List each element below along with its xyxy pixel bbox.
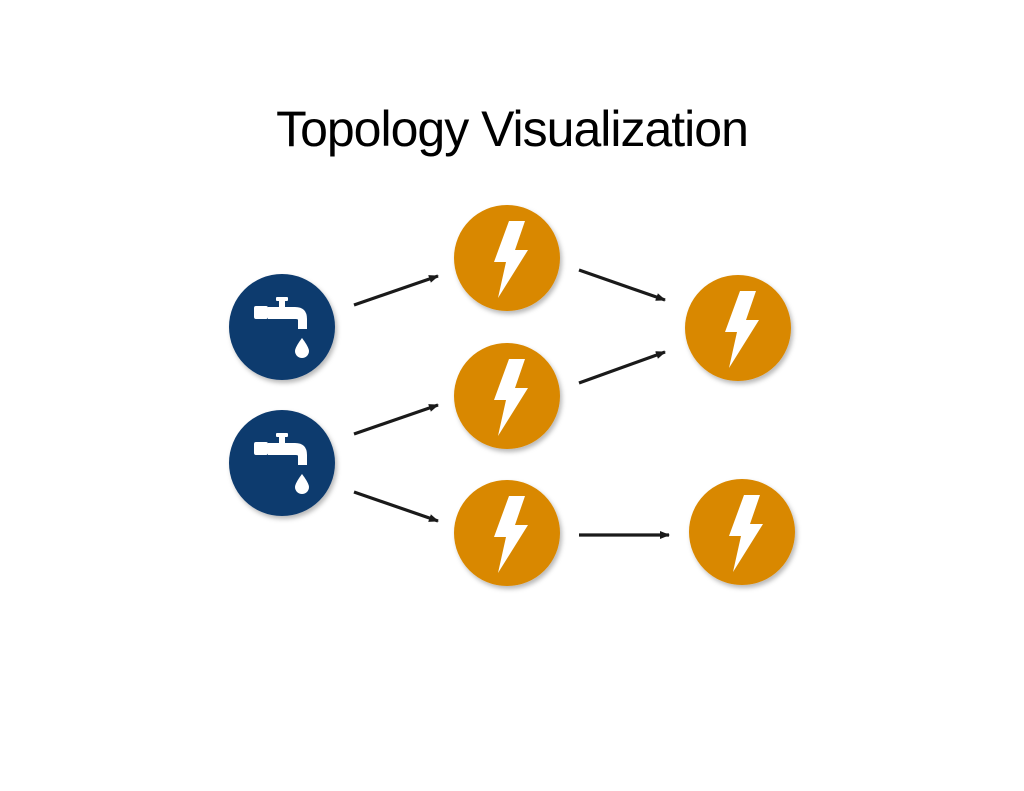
spout-circle <box>229 274 335 380</box>
edge-bolt-1-to-bolt-4 <box>578 268 666 302</box>
bolt-node-5[interactable] <box>689 479 795 585</box>
bolt-node-2[interactable] <box>454 343 560 449</box>
lightning-bolt-icon <box>494 359 528 436</box>
spout-circle <box>229 410 335 516</box>
edge-spout-2-to-bolt-3 <box>353 490 439 523</box>
spout-node-1[interactable] <box>229 274 335 380</box>
edge-spout-2-to-bolt-2 <box>353 403 439 436</box>
lightning-bolt-icon <box>729 495 763 572</box>
faucet-icon <box>254 297 309 358</box>
edge-group <box>353 268 670 539</box>
edge-bolt-2-to-bolt-4 <box>578 350 666 385</box>
slide-title: Topology Visualization <box>276 101 749 157</box>
bolt-node-1[interactable] <box>454 205 560 311</box>
spout-node-2[interactable] <box>229 410 335 516</box>
bolt-node-3[interactable] <box>454 480 560 586</box>
lightning-bolt-icon <box>494 496 528 573</box>
edge-spout-1-to-bolt-1 <box>353 274 439 307</box>
bolt-node-4[interactable] <box>685 275 791 381</box>
faucet-icon <box>254 433 309 494</box>
lightning-bolt-icon <box>494 221 528 298</box>
lightning-bolt-icon <box>725 291 759 368</box>
